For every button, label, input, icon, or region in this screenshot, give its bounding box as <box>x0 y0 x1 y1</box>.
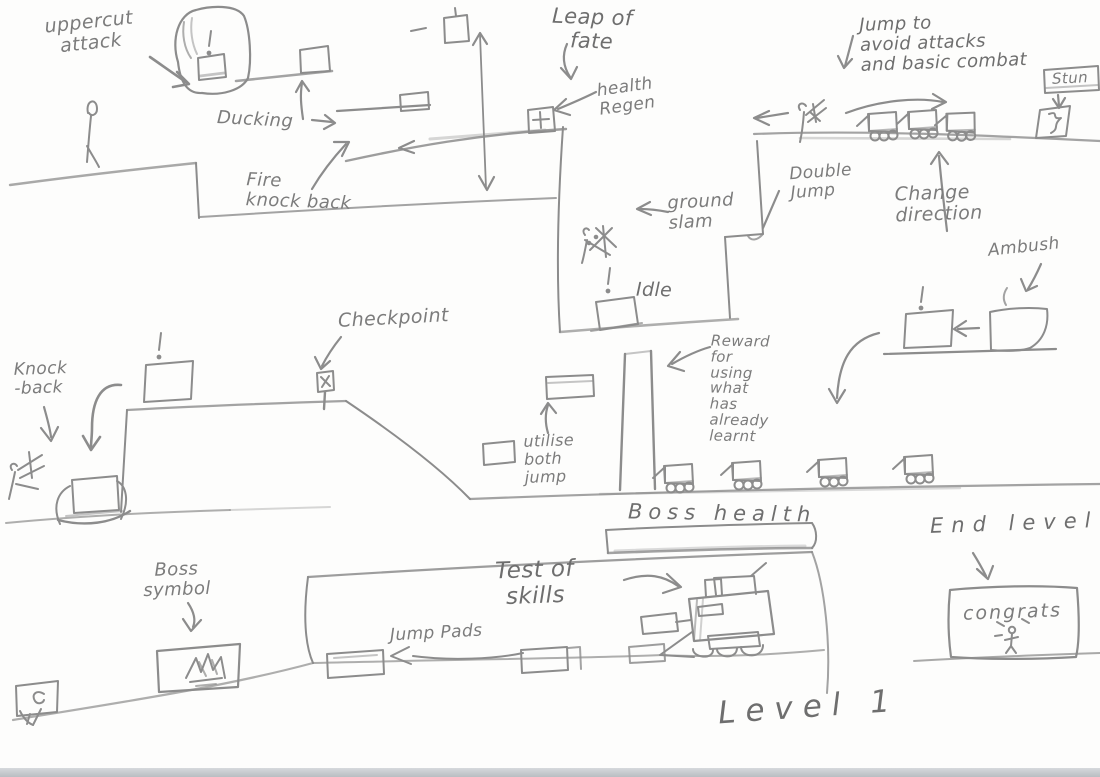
spiky-figure-icon <box>581 225 617 264</box>
minecart-icon <box>55 475 132 525</box>
label-fire-knock-back: Fire knock back <box>245 169 352 214</box>
label-ground-slam: ground slam <box>666 189 735 234</box>
congrats-sign <box>947 585 1080 660</box>
checkpoint-post-icon <box>316 370 335 411</box>
minecart-icon <box>892 454 935 485</box>
minecart-icon <box>856 111 899 142</box>
jump-pads <box>326 643 666 679</box>
label-utilise-both-jump: utilise both jump <box>523 430 575 487</box>
boss-health-bar <box>605 522 818 555</box>
exclamation-icon <box>206 30 212 56</box>
spiky-figure-icon <box>8 451 45 500</box>
stunned-figure <box>1035 105 1071 139</box>
idle-character <box>590 267 643 332</box>
plus-box-icon <box>527 106 556 134</box>
uppercut-blob <box>174 5 252 95</box>
label-jump-to-avoid: Jump to avoid attacks and basic combat <box>858 12 1028 77</box>
label-reward: Reward for using what has already learnt <box>709 331 771 445</box>
spiky-figure-icon <box>797 99 827 143</box>
celebrating-figure <box>994 618 1030 654</box>
label-knock-back: Knock -back <box>13 358 68 399</box>
claw-crown-icon <box>185 653 226 687</box>
label-double-jump: Double Jump <box>788 159 853 204</box>
label-change-direction: Change direction <box>894 180 984 227</box>
label-stun: Stun <box>1051 68 1089 88</box>
label-ducking: Ducking <box>216 107 294 132</box>
minecart-icon <box>933 110 977 143</box>
floating-platforms <box>482 374 595 466</box>
terrain-lines <box>5 69 1100 722</box>
annotation-arrows <box>39 31 1067 633</box>
label-leap-of-fate: Leap of fate <box>551 3 634 54</box>
label-test-of-skills: Test of skills <box>494 555 575 610</box>
ambush-crates <box>903 286 1049 352</box>
minecart-icon <box>806 457 849 488</box>
label-congrats: congrats <box>962 599 1063 625</box>
c-sign-icon <box>15 680 59 726</box>
boss-truck-icon <box>640 562 776 658</box>
label-boss-health: Boss health <box>627 499 817 527</box>
boss-symbol-sign <box>155 642 242 694</box>
label-boss-symbol: Boss symbol <box>142 558 212 602</box>
minecart-icon <box>720 460 763 491</box>
label-idle: Idle <box>635 278 673 302</box>
knockback-ledge-crate <box>143 332 194 403</box>
stun-sign <box>1043 65 1100 94</box>
label-health-regen: health Regen <box>595 73 657 120</box>
platform-crates <box>299 7 470 112</box>
minecart-icon <box>652 463 695 494</box>
scan-edge-strip <box>0 768 1100 777</box>
stick-figure-icon <box>86 100 100 168</box>
